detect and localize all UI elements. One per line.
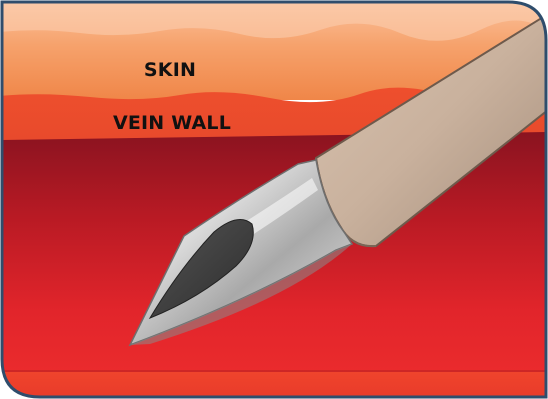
vein-bottom-wall bbox=[0, 370, 548, 399]
skin-label: SKIN bbox=[144, 59, 196, 81]
vein-wall-label: VEIN WALL bbox=[113, 112, 231, 134]
